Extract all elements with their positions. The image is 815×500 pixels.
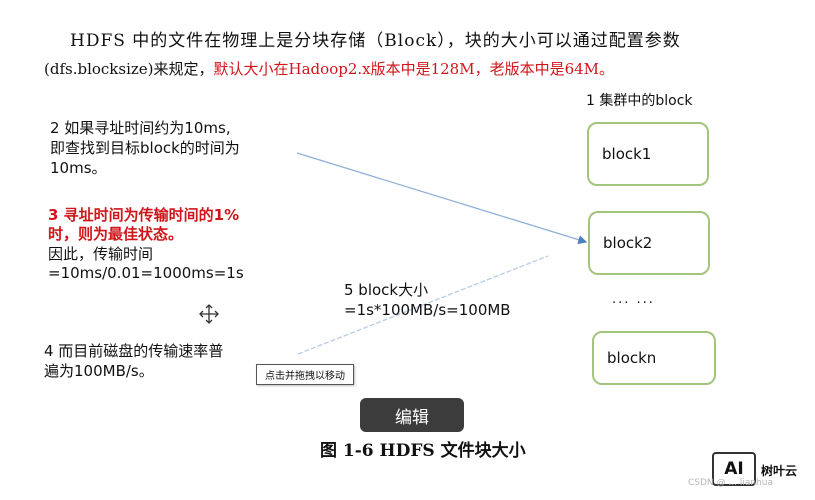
watermark: CSDN @ ... lianhua bbox=[688, 478, 773, 488]
brand-name: 树叶云 bbox=[761, 464, 798, 478]
block-n: blockn bbox=[592, 331, 716, 385]
note-block-size: 5 block大小 =1s*100MB/s=100MB bbox=[344, 281, 511, 319]
intro-line-1: HDFS 中的文件在物理上是分块存储（Block），块的大小可以通过配置参数 bbox=[70, 31, 681, 51]
note-disk-rate: 4 而目前磁盘的传输速率普 遍为100MB/s。 bbox=[44, 342, 224, 380]
intro-line-2: (dfs.blocksize)来规定，默认大小在Hadoop2.x版本中是128… bbox=[44, 58, 614, 79]
intro-line-2-black: (dfs.blocksize)来规定， bbox=[44, 60, 214, 78]
arrow-from-text2 bbox=[296, 152, 588, 245]
cluster-title: 1 集群中的block bbox=[586, 93, 693, 109]
block-1: block1 bbox=[587, 122, 709, 186]
note-seek-time: 2 如果寻址时间约为10ms, 即查找到目标block的时间为 10ms。 bbox=[50, 119, 240, 177]
arrow-from-text4 bbox=[297, 255, 549, 355]
figure-caption: 图 1-6 HDFS 文件块大小 bbox=[320, 441, 526, 461]
note-best-state: 3 寻址时间为传输时间的1% 时，则为最佳状态。 bbox=[48, 206, 240, 243]
ellipsis: ... ... bbox=[612, 292, 655, 307]
note-transfer-time: 因此，传输时间 =10ms/0.01=1000ms=1s bbox=[48, 245, 244, 282]
move-icon[interactable] bbox=[198, 303, 220, 329]
block-2: block2 bbox=[588, 211, 710, 275]
drag-tooltip: 点击并拖拽以移动 bbox=[256, 364, 354, 385]
edit-button[interactable]: 编辑 bbox=[360, 398, 464, 432]
brand-logo: AI bbox=[712, 452, 756, 486]
intro-line-2-red: 默认大小在Hadoop2.x版本中是128M，老版本中是64M。 bbox=[213, 60, 615, 78]
